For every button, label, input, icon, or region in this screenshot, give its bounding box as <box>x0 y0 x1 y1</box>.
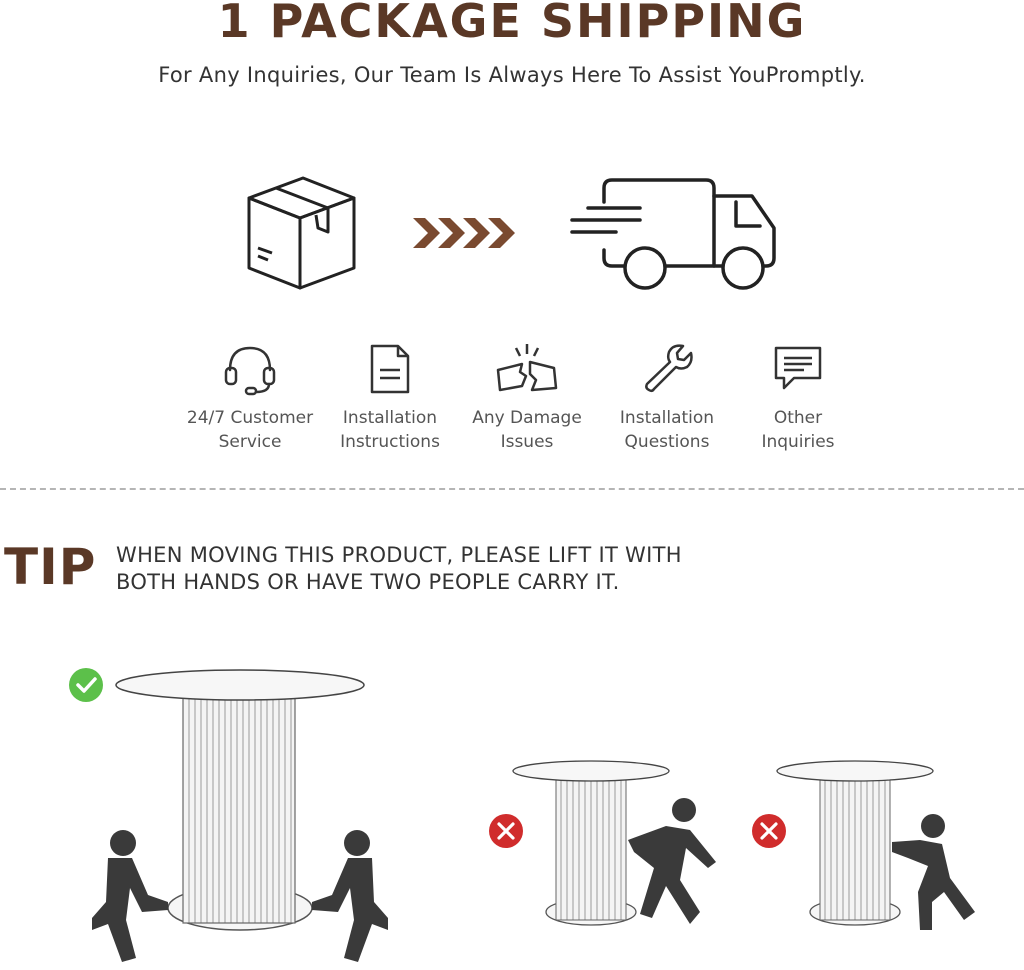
wrong-lifting-scene-2 <box>752 760 975 930</box>
wrong-lifting-scene-1 <box>489 760 716 926</box>
headset-icon <box>224 346 276 396</box>
chevrons-right-icon <box>413 218 515 248</box>
cross-icon <box>752 814 786 848</box>
page-title: 1 PACKAGE SHIPPING <box>217 0 807 48</box>
section-divider <box>0 488 1024 490</box>
table-small-1 <box>512 760 670 926</box>
person-pushing-side <box>892 814 975 930</box>
tip-text: WHEN MOVING THIS PRODUCT, PLEASE LIFT IT… <box>116 543 682 594</box>
tip-heading: TIP <box>4 538 97 596</box>
table-large <box>115 669 365 931</box>
cross-icon <box>489 814 523 848</box>
broken-box-icon <box>496 344 558 392</box>
package-box-icon <box>247 176 356 290</box>
lifting-illustrations <box>69 668 975 962</box>
wrench-icon <box>645 344 693 393</box>
chat-bubble-icon <box>774 346 822 390</box>
table-small-2 <box>776 760 934 926</box>
person-pushing-running <box>628 798 716 924</box>
check-icon <box>69 668 103 702</box>
correct-lifting-scene <box>69 668 388 962</box>
shipping-hero <box>247 176 776 290</box>
page-subtitle: For Any Inquiries, Our Team Is Always He… <box>158 63 866 87</box>
document-icon <box>370 344 410 394</box>
delivery-truck-icon <box>570 178 776 290</box>
person-lifting-right <box>312 830 388 962</box>
person-lifting-left <box>92 830 168 962</box>
